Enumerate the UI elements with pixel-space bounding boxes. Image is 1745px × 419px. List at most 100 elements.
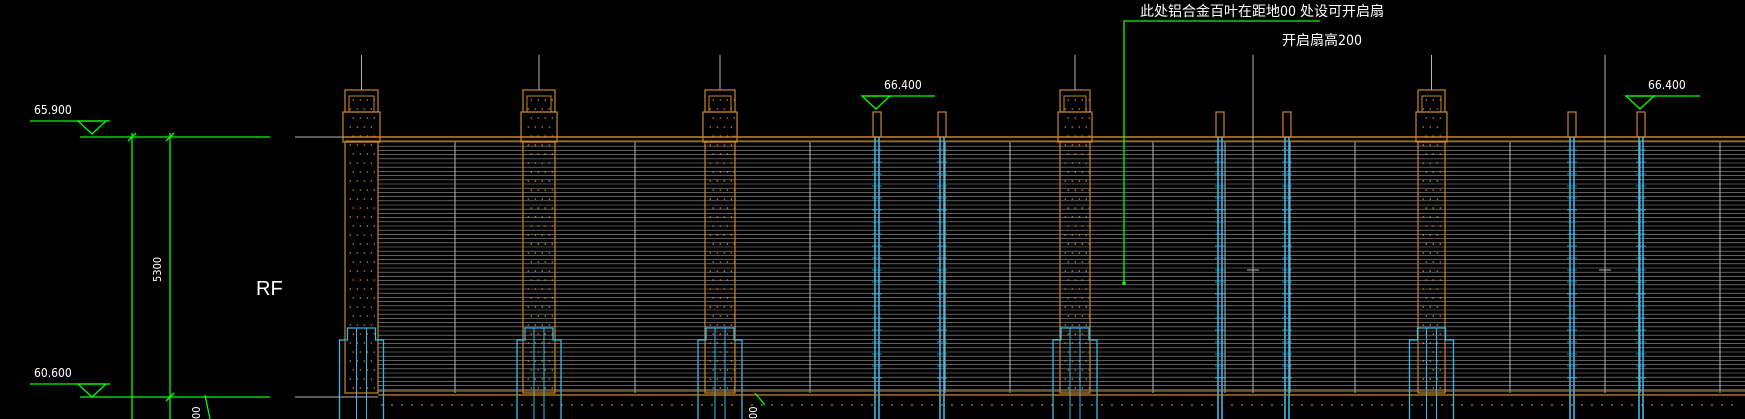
dimension-line-bottom-left xyxy=(204,394,211,419)
concrete-hatch xyxy=(733,261,736,263)
concrete-hatch xyxy=(719,315,722,317)
concrete-hatch xyxy=(1067,333,1070,335)
concrete-hatch xyxy=(1071,144,1074,146)
concrete-hatch xyxy=(1422,270,1425,272)
concrete-hatch xyxy=(1422,216,1425,218)
concrete-hatch xyxy=(363,144,366,146)
concrete-hatch xyxy=(537,279,540,281)
concrete-hatch xyxy=(541,180,544,182)
concrete-hatch xyxy=(726,189,729,191)
concrete-hatch xyxy=(726,387,729,389)
concrete-hatch xyxy=(726,225,729,227)
slab-hatch xyxy=(581,404,583,406)
slab-hatch xyxy=(631,404,633,406)
column-cap-inner xyxy=(1063,95,1087,113)
column-cap-inner xyxy=(526,95,552,113)
concrete-hatch xyxy=(712,171,715,173)
concrete-hatch xyxy=(1081,135,1084,137)
concrete-hatch xyxy=(548,198,551,200)
concrete-hatch xyxy=(1074,279,1077,281)
concrete-hatch xyxy=(551,297,554,299)
concrete-hatch xyxy=(366,207,369,209)
concrete-hatch xyxy=(716,198,719,200)
slab-hatch xyxy=(1121,404,1123,406)
concrete-hatch xyxy=(1439,135,1442,137)
concrete-hatch xyxy=(551,261,554,263)
concrete-hatch xyxy=(356,162,359,164)
concrete-hatch xyxy=(541,108,544,110)
concrete-hatch xyxy=(349,306,352,308)
concrete-hatch xyxy=(534,342,537,344)
slab-hatch xyxy=(1171,404,1173,406)
slab-hatch xyxy=(1731,404,1733,406)
concrete-hatch xyxy=(373,135,376,137)
concrete-hatch xyxy=(1425,207,1428,209)
concrete-hatch xyxy=(1081,207,1084,209)
concrete-hatch xyxy=(1432,387,1435,389)
concrete-hatch xyxy=(1429,216,1432,218)
concrete-hatch xyxy=(1081,99,1084,101)
concrete-hatch xyxy=(548,234,551,236)
slab-hatch xyxy=(1291,404,1293,406)
concrete-hatch xyxy=(726,297,729,299)
concrete-hatch xyxy=(1085,306,1088,308)
slab-hatch xyxy=(1631,404,1633,406)
concrete-hatch xyxy=(370,126,373,128)
concrete-hatch xyxy=(534,378,537,380)
concrete-hatch xyxy=(1429,378,1432,380)
concrete-hatch xyxy=(1088,99,1091,101)
slab-hatch xyxy=(1041,404,1043,406)
concrete-hatch xyxy=(530,333,533,335)
slab-hatch xyxy=(1061,404,1063,406)
concrete-hatch xyxy=(1064,360,1067,362)
concrete-hatch xyxy=(723,126,726,128)
concrete-hatch xyxy=(548,306,551,308)
column-footing xyxy=(516,327,562,419)
concrete-hatch xyxy=(1078,162,1081,164)
concrete-hatch xyxy=(733,99,736,101)
concrete-hatch xyxy=(541,306,544,308)
concrete-hatch xyxy=(366,117,369,119)
concrete-hatch xyxy=(1425,315,1428,317)
slab-hatch xyxy=(511,404,513,406)
concrete-hatch xyxy=(712,387,715,389)
slab-hatch xyxy=(1111,404,1113,406)
concrete-hatch xyxy=(730,288,733,290)
concrete-hatch xyxy=(1432,153,1435,155)
concrete-hatch xyxy=(1422,306,1425,308)
slab-hatch xyxy=(1241,404,1243,406)
slab-hatch xyxy=(721,404,723,406)
concrete-hatch xyxy=(548,216,551,218)
elevation-triangle xyxy=(76,383,108,398)
concrete-hatch xyxy=(349,270,352,272)
concrete-hatch xyxy=(712,315,715,317)
concrete-hatch xyxy=(352,189,355,191)
concrete-hatch xyxy=(534,126,537,128)
concrete-hatch xyxy=(359,99,362,101)
concrete-hatch xyxy=(544,387,547,389)
concrete-hatch xyxy=(1064,216,1067,218)
concrete-hatch xyxy=(709,180,712,182)
concrete-hatch xyxy=(363,108,366,110)
concrete-hatch xyxy=(1085,180,1088,182)
elevation-label-left-bottom: 60.600 xyxy=(34,366,72,380)
concrete-hatch xyxy=(544,333,547,335)
concrete-hatch xyxy=(709,252,712,254)
slab-hatch xyxy=(401,404,403,406)
concrete-hatch xyxy=(352,99,355,101)
concrete-hatch xyxy=(370,288,373,290)
slab-hatch xyxy=(801,404,803,406)
concrete-hatch xyxy=(719,297,722,299)
slab-hatch xyxy=(1671,404,1673,406)
concrete-hatch xyxy=(1422,288,1425,290)
slab-hatch xyxy=(611,404,613,406)
concrete-hatch xyxy=(726,351,729,353)
concrete-hatch xyxy=(1074,135,1077,137)
concrete-hatch xyxy=(1436,180,1439,182)
concrete-hatch xyxy=(352,387,355,389)
concrete-hatch xyxy=(1081,297,1084,299)
concrete-hatch xyxy=(1081,117,1084,119)
concrete-hatch xyxy=(359,369,362,371)
concrete-hatch xyxy=(1071,288,1074,290)
